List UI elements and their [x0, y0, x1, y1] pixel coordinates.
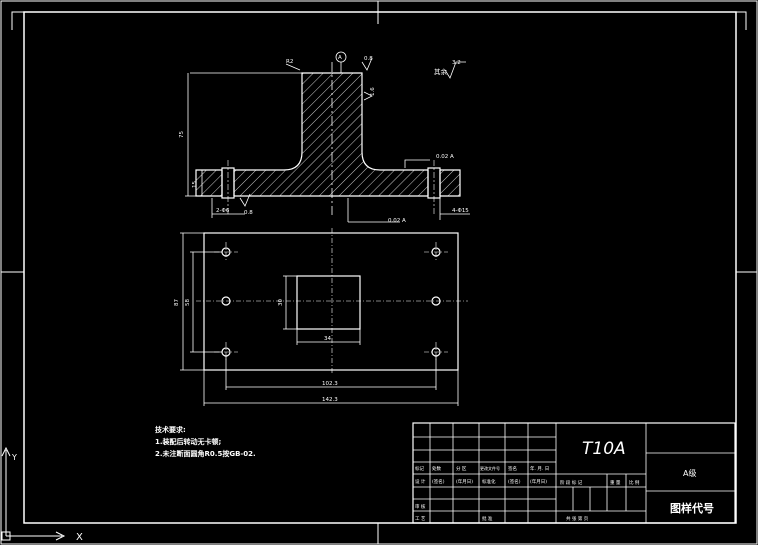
- row-header-2: 分 区: [456, 465, 467, 472]
- plan-window: [296, 275, 361, 330]
- section-hatched-body: [195, 72, 461, 197]
- finish-side: 1.6: [370, 87, 376, 96]
- drawing-code-label: 图样代号: [670, 501, 714, 515]
- row-header-1: 处数: [432, 465, 441, 472]
- plan-holes: [221, 247, 441, 357]
- technical-notes: 技术要求: 1.装配后转动无卡顿; 2.未注断面圆角R0.5按GB-02.: [155, 424, 256, 460]
- stage-header-0: 阶 段 标 记: [560, 479, 583, 486]
- sheet-label: 共 张 第 页: [566, 515, 589, 522]
- dim-plan-height-inner: 58: [185, 299, 191, 306]
- paper-label: A级: [683, 468, 696, 478]
- roughness-value: 3.2: [452, 60, 461, 66]
- section-dimensions: [185, 51, 470, 223]
- process-label: 工 艺: [415, 516, 426, 522]
- dim-hole-right: 4-Φ15: [452, 208, 469, 214]
- stage-header-2: 比 例: [629, 479, 640, 486]
- dim-plan-width-outer: 142.3: [322, 397, 338, 403]
- dim-hole-left: 2-Φ6: [216, 208, 230, 214]
- plan-view: [196, 228, 468, 375]
- finish-bottom: 0.8: [244, 210, 253, 216]
- dim-plan-width-inner: 102.3: [322, 381, 338, 387]
- design-row-4: (签名): [508, 478, 521, 485]
- check-label: 审 核: [415, 503, 426, 510]
- notes-heading: 技术要求:: [155, 426, 186, 434]
- approve-label: 批 准: [482, 515, 493, 522]
- dim-base-thickness: 15: [192, 181, 198, 188]
- design-row-3: 标准化: [482, 478, 496, 485]
- section-dim-labels: 75 15 2-Φ6 4-Φ15 0.02 A 0.02 A A R2 0.8 …: [179, 55, 469, 224]
- datum-label: A: [338, 55, 342, 61]
- note-2: 2.未注断面圆角R0.5按GB-02.: [155, 450, 256, 458]
- design-row-0: 设 计: [415, 478, 426, 485]
- plan-outline: [203, 232, 459, 371]
- design-row-2: (年月日): [456, 478, 473, 485]
- design-row-5: (年月日): [530, 478, 547, 485]
- finish-top-right: 0.8: [364, 56, 373, 62]
- geo-tol-bottom: 0.02 A: [388, 218, 406, 224]
- ucs-icon: Y X: [1, 446, 83, 543]
- row-header-5: 年. 月. 日: [530, 465, 549, 472]
- dim-height-top: 75: [179, 131, 185, 138]
- geo-tol-top: 0.02 A: [436, 154, 454, 160]
- title-block-text: T10A A级 图样代号 标记 处数 分 区 更改文件号 签名 年. 月. 日 …: [415, 439, 714, 522]
- finish-top-left: R2: [286, 59, 293, 65]
- plan-dimensions: [180, 232, 459, 406]
- plan-dim-labels: 102.3 142.3 87 58 30 34: [174, 299, 338, 403]
- material-label: T10A: [582, 439, 626, 459]
- stage-header-1: 重 量: [610, 479, 621, 486]
- note-1: 1.装配后转动无卡顿;: [155, 438, 222, 446]
- roughness-note: 其余: [434, 67, 448, 76]
- svg-text:Y: Y: [11, 453, 17, 462]
- title-block: [412, 422, 736, 524]
- row-header-0: 标记: [415, 465, 424, 472]
- design-row-1: (签名): [432, 478, 445, 485]
- dim-window-width: 34: [324, 336, 331, 342]
- svg-text:X: X: [76, 532, 83, 543]
- dim-plan-height-outer: 87: [174, 299, 180, 306]
- row-header-3: 更改文件号: [480, 465, 500, 471]
- row-header-4: 签名: [508, 465, 517, 472]
- dim-window-height: 30: [278, 299, 284, 306]
- section-view: [195, 62, 461, 215]
